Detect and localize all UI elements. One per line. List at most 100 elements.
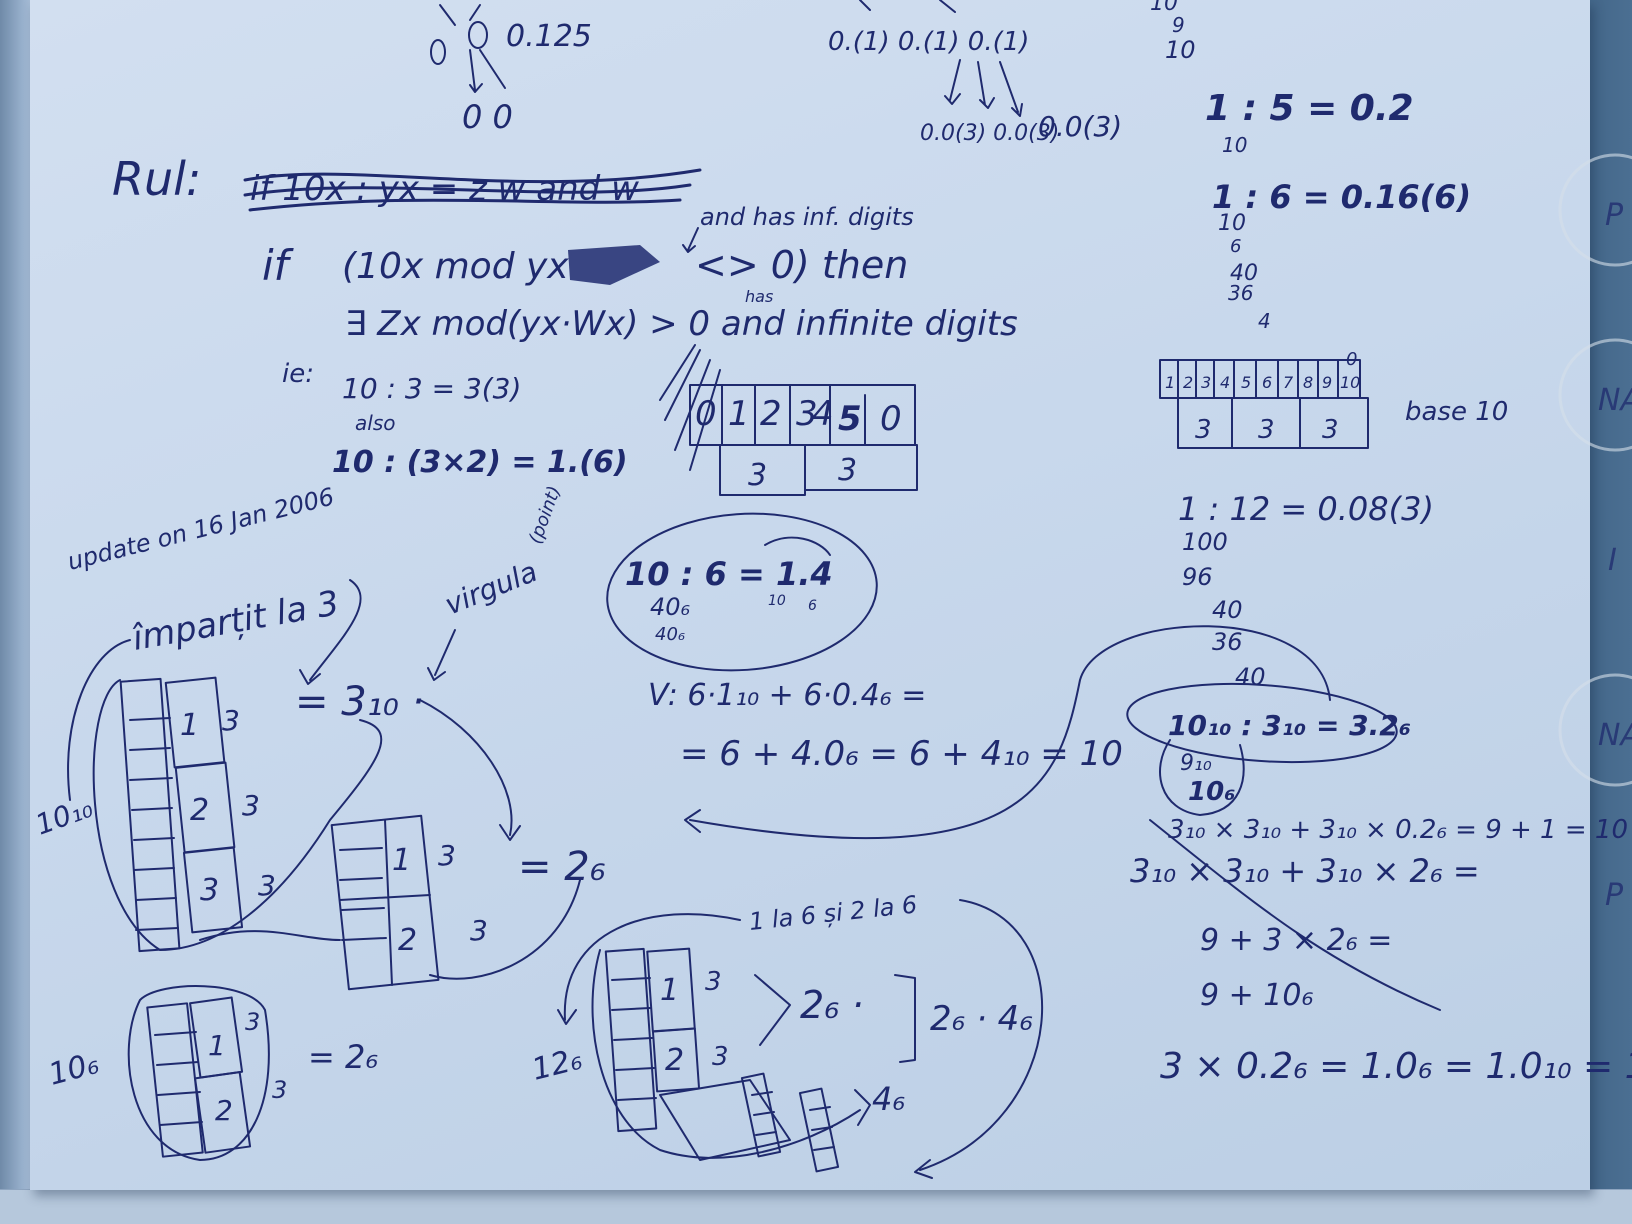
top-left-value: 0.125 (506, 19, 592, 54)
bottom-mid-result2: 2₆ · 4₆ (930, 999, 1033, 1039)
right-eq3-step: 100 (1182, 528, 1228, 556)
top-right-c: 10 (1165, 36, 1196, 64)
bottom-left-label: 3 (272, 1076, 287, 1104)
right-box: 8 (1303, 373, 1313, 392)
verify-line2: = 6 + 4.0₆ = 6 + 4₁₀ = 10 (680, 734, 1123, 774)
right-group: 3 (1195, 415, 1212, 445)
right-step: 40 (1230, 261, 1258, 286)
center-cell: 1 (728, 394, 750, 434)
center-cell: 0 (880, 399, 902, 439)
rule-ie1: 10 : 3 = 3(3) (342, 372, 521, 405)
rule-note-inf: and has inf. digits (700, 203, 914, 231)
center-cell: 0 (695, 394, 717, 434)
top-mid-row1: 0.(1) 0.(1) 0.(1) (828, 27, 1029, 57)
connector-arrow (684, 625, 1331, 840)
right-top-small: 0 (1346, 349, 1357, 370)
rule-label: Rul: (112, 152, 201, 206)
logo-letter: I (1608, 543, 1617, 578)
right-eq3-step: 40 (1212, 596, 1243, 624)
rule-tail: <> 0) then (695, 243, 908, 287)
right-line1: 3₁₀ × 3₁₀ + 3₁₀ × 0.2₆ = 9 + 1 = 10 (1168, 815, 1628, 845)
oval-below2: 40₆ (655, 624, 685, 645)
right-eq1: 1 : 5 = 0.2 (1205, 88, 1414, 129)
right-step: 6 (1230, 236, 1241, 257)
top-left-fragment: 0.125 0 0 (430, 4, 592, 136)
bottom-mid-label3: 3 (712, 1042, 729, 1072)
right-box: 10 (1340, 373, 1360, 392)
right-eq2: 1 : 6 = 0.16(6) (1212, 178, 1471, 216)
right-line3: 9 + 3 × 2₆ = (1200, 923, 1392, 958)
top-right-fragment: 10 9 10 (1150, 0, 1196, 64)
rule-block: Rul: if 10x : yx = z w and w if (10x mod… (112, 152, 1018, 480)
verify-line1: V: 6·1₁₀ + 6·0.4₆ = (648, 678, 926, 713)
top-middle-fragment: 0.(1) 0.(1) 0.(1) 0.0(3) 0.0(3) 0.0(3) (828, 0, 1122, 146)
rule-line2: ∃ Zx mod(yx·Wx) > 0 and infinite digits (345, 304, 1018, 344)
rule-ie2: 10 : (3×2) = 1.(6) (332, 445, 628, 480)
center-cell: 2 (760, 394, 782, 434)
rule-expr: (10x mod yx (342, 246, 569, 287)
right-eq1-sub: 10 (1222, 133, 1247, 157)
oval-below1: 40₆ (650, 593, 691, 621)
left-group-label: 3 (258, 869, 276, 902)
center-digit-boxes: 0 1 2 3 4 5 0 3 3 (659, 344, 918, 496)
bottom-mid-group: 1 (660, 973, 679, 1008)
left-eq-3: = 3₁₀ · (295, 679, 424, 725)
bottom-left-label: 3 (245, 1008, 260, 1036)
right-line4: 9 + 10₆ (1200, 978, 1314, 1013)
logo-letter: P (1605, 198, 1624, 233)
right-eq3: 1 : 12 = 0.08(3) (1178, 490, 1434, 528)
bottom-left-eq: = 2₆ (308, 1038, 378, 1076)
top-mid-row2: 0.0(3) 0.0(3) (920, 121, 1059, 146)
left-group-label: 3 (242, 789, 260, 822)
right-group: 3 (1258, 415, 1275, 445)
update-note: update on 16 Jan 2006 (65, 482, 337, 575)
rule-note-has: has (745, 287, 773, 306)
left-second-group: 2 (398, 923, 417, 958)
top-right-a: 10 (1150, 0, 1178, 16)
right-eq3-step: 96 (1182, 563, 1213, 591)
virgula-note: (point) (525, 483, 565, 547)
left-group-label: 3 (222, 704, 240, 737)
paper-sheet (30, 0, 1590, 1190)
logo-letter: NA (1598, 383, 1632, 418)
right-box: 7 (1283, 373, 1294, 392)
right-line2: 3₁₀ × 3₁₀ + 3₁₀ × 2₆ = (1130, 852, 1480, 890)
verification: V: 6·1₁₀ + 6·0.4₆ = = 6 + 4.0₆ = 6 + 4₁₀… (648, 678, 1123, 774)
right-box: 4 (1220, 373, 1230, 392)
bottom-mid-group: 2 (665, 1043, 684, 1078)
right-eq3-step: 40 (1235, 663, 1266, 691)
top-left-zeros: 0 0 (462, 98, 513, 136)
oval-sub2: 6 (808, 598, 817, 614)
bottom-middle-diagram: 1 la 6 și 2 la 6 12₆ 1 2 3 3 2₆ · 2₆ · 4… (528, 890, 1044, 1179)
right-line5: 3 × 0.2₆ = 1.0₆ = 1.0₁₀ = 1 (1160, 1046, 1632, 1087)
bottom-mid-label3: 3 (705, 967, 722, 997)
right-box: 9 (1322, 373, 1332, 392)
rule-if: if (262, 241, 295, 290)
right-box: 3 (1201, 373, 1211, 392)
bottom-mid-label: 1 la 6 și 2 la 6 (748, 890, 919, 935)
oval-eq: 10 : 6 = 1.4 (625, 555, 833, 593)
right-box: 1 (1165, 373, 1175, 392)
left-group: 2 (190, 793, 209, 828)
top-mid-row2-end: 0.0(3) (1038, 110, 1122, 143)
bottom-left-group: 1 (208, 1029, 226, 1062)
left-start: 10₁₀ (31, 791, 97, 842)
bottom-mid-result1: 2₆ · (800, 983, 864, 1027)
right-step: 4 (1258, 309, 1271, 333)
grid-paper-strip (0, 1189, 1632, 1224)
right-group: 3 (1322, 415, 1339, 445)
left-second-label: 3 (470, 914, 488, 947)
center-group: 3 (748, 458, 767, 493)
left-second-group: 1 (392, 843, 411, 878)
center-group: 3 (838, 453, 857, 488)
right-base-label: base 10 (1405, 397, 1508, 427)
rule-ie-label: ie: (282, 359, 314, 389)
poster-logo: P NA I NA P (1558, 153, 1632, 913)
bottom-left-group: 2 (215, 1094, 233, 1127)
left-group: 3 (200, 873, 219, 908)
virgula-label: virgula (440, 555, 542, 622)
logo-letter: NA (1598, 718, 1632, 753)
right-box: 6 (1262, 373, 1272, 392)
logo-letter: P (1605, 878, 1624, 913)
